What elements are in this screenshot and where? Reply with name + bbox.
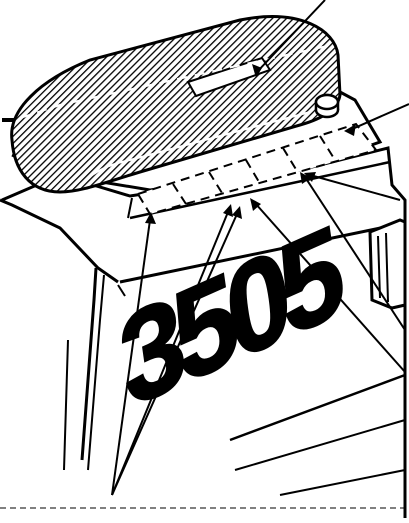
- leader-line-cover: [255, 0, 326, 74]
- round-knob-icon: [314, 93, 340, 119]
- label-square-divider: [282, 147, 298, 172]
- label-square-divider: [172, 183, 187, 205]
- label-square-divider: [208, 171, 223, 194]
- leader-line-square: [309, 174, 401, 201]
- leader-lines: [111, 0, 409, 496]
- arrowhead-icon: [252, 64, 262, 78]
- arrowhead-icon: [232, 206, 242, 219]
- leader-line-square: [111, 219, 151, 496]
- arrowhead-icon: [250, 198, 261, 211]
- arrowhead-icon: [300, 172, 311, 184]
- leader-line-square: [304, 176, 406, 331]
- arrowhead-icon: [145, 212, 156, 224]
- label-panel: [136, 122, 378, 216]
- leader-line-square: [111, 211, 229, 496]
- label-square-divider: [319, 135, 336, 161]
- arrowhead-icon: [223, 204, 233, 217]
- side-handle: [368, 218, 407, 310]
- label-square-divider: [245, 159, 260, 183]
- arrowhead-icon: [344, 124, 356, 136]
- arrowhead-icon: [304, 172, 316, 182]
- leader-line-panel: [349, 103, 409, 131]
- leader-line-square: [111, 213, 238, 496]
- leader-line-square: [254, 202, 406, 373]
